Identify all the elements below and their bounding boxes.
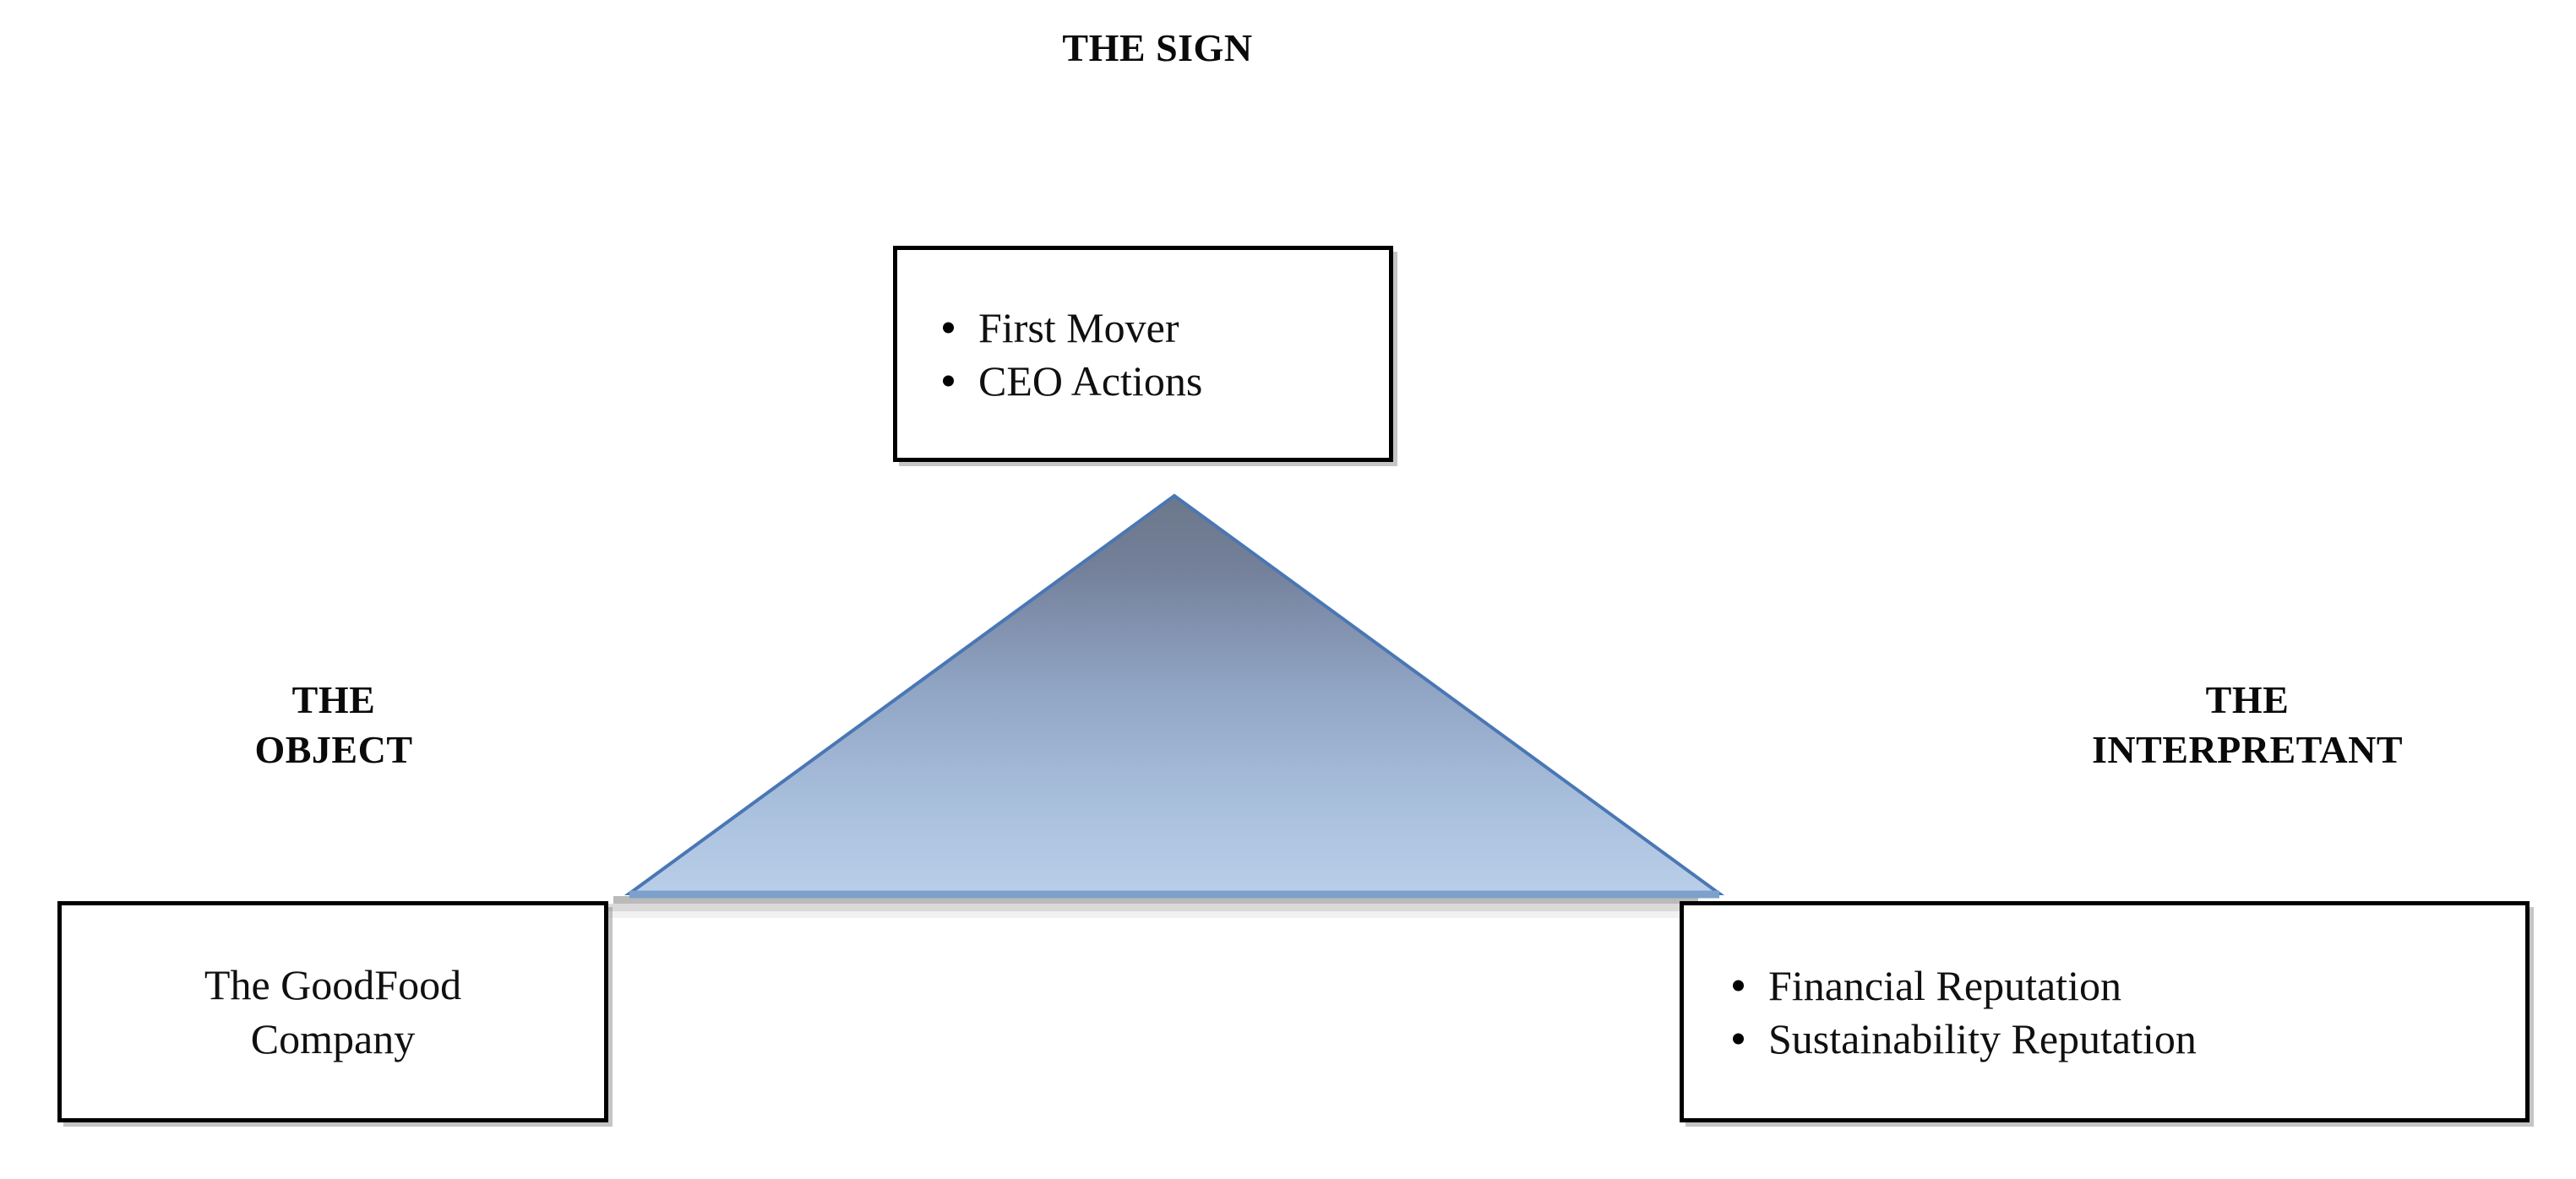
list-item: CEO Actions [941,360,1389,402]
semiotic-triangle-shape [583,486,1766,925]
bullet-dot-icon [943,375,954,386]
sign-bullet-list: First Mover CEO Actions [941,296,1389,413]
list-item: Financial Reputation [1731,964,2525,1007]
list-item-label: Financial Reputation [1768,961,2121,1009]
list-item-label: First Mover [978,303,1179,351]
bullet-dot-icon [1733,1033,1744,1044]
interpretant-bullet-list: Financial Reputation Sustainability Repu… [1731,954,2525,1071]
object-corner-label: THE OBJECT [254,678,413,771]
list-item-label: CEO Actions [978,356,1203,405]
list-item: Sustainability Reputation [1731,1018,2525,1060]
bullet-dot-icon [943,322,954,333]
list-item-label: Sustainability Reputation [1768,1014,2197,1062]
object-line: Company [250,1015,416,1062]
triangle-shadow-band [613,896,1698,904]
triangle-shadow-band [603,911,1707,918]
sign-apex-label: THE SIGN [1062,26,1253,69]
interpretant-box: Financial Reputation Sustainability Repu… [1680,901,2530,1122]
bullet-dot-icon [1733,980,1744,991]
list-item: First Mover [941,307,1389,349]
triangle-svg [603,493,1725,918]
object-box: The GoodFood Company [57,901,608,1122]
object-line: The GoodFood [204,961,462,1008]
triangle-body [624,493,1725,895]
triangle-shadow-band [608,904,1703,911]
sign-box: First Mover CEO Actions [893,246,1393,462]
interpretant-corner-label: THE INTERPRETANT [2091,678,2404,771]
